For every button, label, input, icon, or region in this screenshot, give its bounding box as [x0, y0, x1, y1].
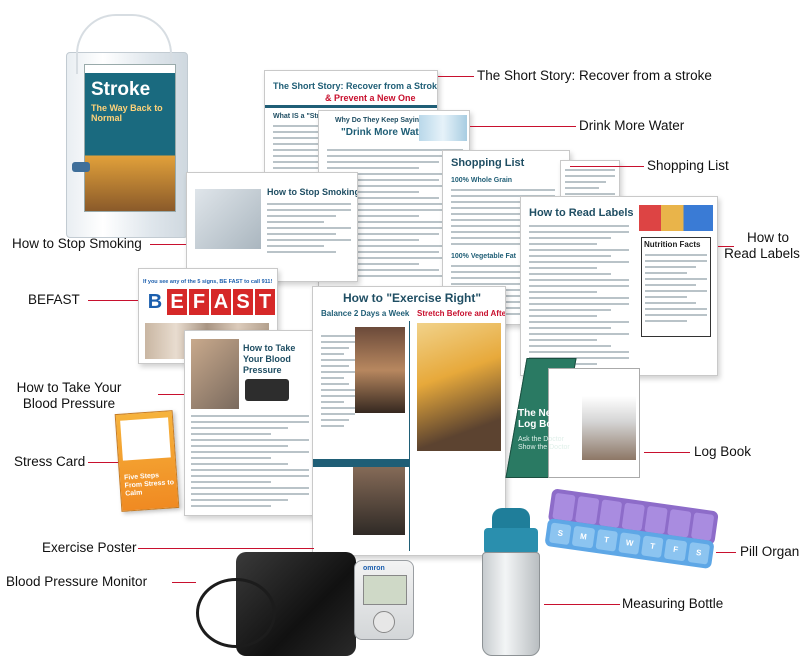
label-measuring-bottle: Measuring Bottle	[622, 596, 724, 611]
bp-device[interactable]: omron	[354, 560, 414, 640]
label-pill-organizer: Pill Organizer	[740, 544, 800, 559]
leader-measuring-bottle	[544, 604, 620, 605]
befast-intro: If you see any of the 5 signs, BE FAST t…	[143, 279, 273, 285]
label-shopping-list: Shopping List	[647, 158, 729, 173]
leader-exercise-poster	[138, 548, 314, 549]
leader-short-story	[438, 76, 474, 77]
stress-card: Five Steps From Stress to Calm	[114, 410, 180, 512]
pill-day[interactable]: T	[641, 535, 664, 559]
label-short-story: The Short Story: Recover from a stroke	[477, 68, 712, 83]
bp-hose	[196, 578, 276, 648]
logbook-sub: Ask the Doctor Show the Doctor	[518, 436, 570, 451]
befast-letter-s: S	[233, 289, 253, 315]
drink-water-heading: Why Do They Keep Saying,	[335, 117, 426, 124]
befast-letters: B E F A S T	[145, 289, 275, 317]
leader-blood-pressure	[158, 394, 184, 395]
log-book: The New Log Book Ask the Doctor Show the…	[505, 356, 644, 482]
shopping-col2: 100% Vegetable Fat	[451, 253, 516, 260]
label-befast: BEFAST	[28, 292, 80, 307]
label-blood-pressure-1: How to Take Your	[16, 380, 122, 395]
leader-stop-smoking	[150, 244, 186, 245]
pill-day[interactable]: T	[595, 528, 618, 552]
nutrition-facts-title: Nutrition Facts	[644, 240, 701, 249]
stress-card-text: Five Steps From Stress to Calm	[123, 472, 175, 498]
leader-shopping-list	[570, 166, 644, 167]
stop-smoking-doc: How to Stop Smoking	[186, 172, 358, 282]
read-labels-title: How to Read Labels	[529, 207, 634, 219]
stop-smoking-title: How to Stop Smoking	[267, 187, 358, 197]
bp-start-button[interactable]	[373, 611, 395, 633]
bp-doc-title: How to Take Your Blood Pressure	[243, 343, 296, 375]
label-read-labels-2: Read Labels	[724, 246, 800, 261]
leader-stress-card	[88, 462, 118, 463]
pill-day[interactable]: M	[571, 525, 595, 549]
label-read-labels-1: How to	[746, 230, 790, 245]
befast-letter-f: F	[189, 289, 209, 315]
label-exercise-poster: Exercise Poster	[42, 540, 137, 555]
label-drink-water: Drink More Water	[579, 118, 685, 133]
exercise-right-heading: Stretch Before and After	[417, 309, 506, 318]
blood-pressure-monitor: omron	[190, 548, 430, 660]
label-stress-card: Stress Card	[14, 454, 86, 469]
leader-read-labels	[718, 246, 734, 247]
short-story-title-2: & Prevent a New One	[325, 93, 416, 103]
kit-book-title: Stroke	[91, 79, 151, 100]
leader-bp-monitor	[172, 582, 196, 583]
shopping-title: Shopping List	[451, 157, 525, 169]
read-labels-doc: How to Read Labels Nutrition Facts	[520, 196, 718, 376]
pill-day[interactable]: F	[664, 538, 688, 562]
kit-book-cover: Stroke The Way Back to Normal	[84, 64, 176, 212]
pill-day[interactable]: S	[687, 541, 711, 565]
leader-befast	[88, 300, 138, 301]
befast-letter-a: A	[211, 289, 231, 315]
kit-bag: Stroke The Way Back to Normal	[62, 12, 190, 240]
leader-log-book	[644, 452, 690, 453]
befast-letter-e: E	[167, 289, 187, 315]
exercise-poster: How to "Exercise Right" Balance 2 Days a…	[312, 286, 506, 556]
leader-drink-water	[470, 126, 576, 127]
shopping-col1: 100% Whole Grain	[451, 177, 513, 184]
kit-book-subtitle: The Way Back to Normal	[91, 103, 163, 123]
pill-organizer: S M T W T F S	[543, 474, 724, 577]
pill-day[interactable]: W	[618, 532, 641, 555]
exercise-left-heading: Balance 2 Days a Week	[321, 309, 410, 318]
monitor-brand: omron	[363, 565, 385, 572]
measuring-bottle	[478, 508, 544, 658]
nutrition-facts-label: Nutrition Facts	[641, 237, 711, 337]
leader-pill-organizer	[716, 552, 736, 553]
short-story-title-1: The Short Story: Recover from a Stroke	[273, 81, 438, 91]
pill-day[interactable]: S	[548, 522, 572, 546]
label-bp-monitor: Blood Pressure Monitor	[6, 574, 148, 589]
befast-letter-b: B	[145, 289, 165, 315]
label-log-book: Log Book	[694, 444, 752, 459]
exercise-title: How to "Exercise Right"	[343, 291, 482, 305]
label-stop-smoking: How to Stop Smoking	[12, 236, 142, 251]
befast-letter-t: T	[255, 289, 275, 315]
label-blood-pressure-2: Blood Pressure	[22, 396, 116, 411]
blood-pressure-doc: How to Take Your Blood Pressure	[184, 330, 316, 516]
logbook-title: The New Log Book	[518, 408, 565, 430]
drink-water-title: "Drink More Water?"	[341, 127, 440, 138]
